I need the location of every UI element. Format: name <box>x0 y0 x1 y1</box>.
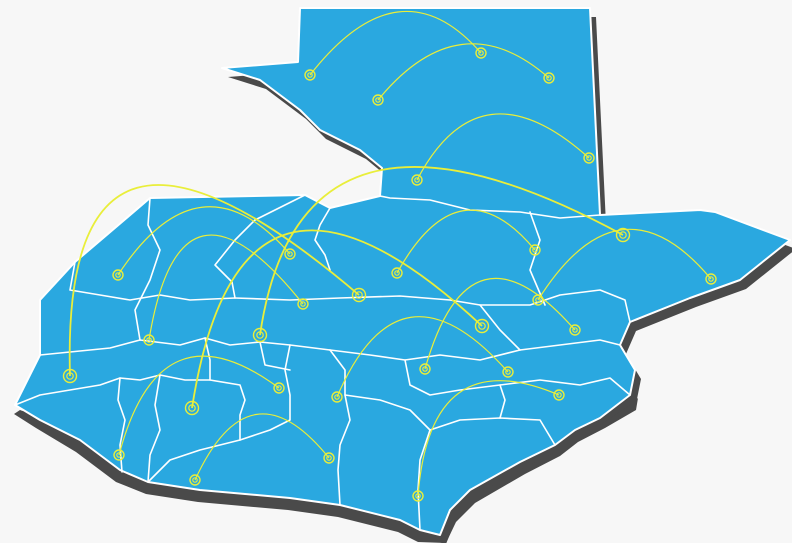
target-ring-icon <box>331 391 343 403</box>
target-ring-icon <box>113 449 125 461</box>
connection-arc <box>194 413 330 481</box>
hub-ring-icon <box>252 327 268 343</box>
department-borders <box>14 194 631 531</box>
target-ring-icon <box>475 47 487 59</box>
target-ring-icon <box>372 94 384 106</box>
connection-arc <box>117 206 291 276</box>
hub-ring-icon <box>351 287 367 303</box>
connection-arc <box>416 113 590 181</box>
connection-arc <box>118 355 280 456</box>
location-nodes <box>62 47 717 502</box>
hub-ring-icon <box>615 227 631 243</box>
target-ring-icon <box>304 69 316 81</box>
target-ring-icon <box>532 294 544 306</box>
target-ring-icon <box>411 174 423 186</box>
target-ring-icon <box>112 269 124 281</box>
target-ring-icon <box>502 366 514 378</box>
target-ring-icon <box>273 382 285 394</box>
target-ring-icon <box>543 72 555 84</box>
connection-arc <box>309 10 482 76</box>
target-ring-icon <box>569 324 581 336</box>
target-ring-icon <box>323 452 335 464</box>
connection-arc <box>537 228 712 301</box>
target-ring-icon <box>143 334 155 346</box>
connection-arc <box>417 380 560 497</box>
target-ring-icon <box>391 267 403 279</box>
connection-arc <box>424 277 576 370</box>
connection-arc-major <box>259 166 624 336</box>
target-ring-icon <box>583 152 595 164</box>
country-landmass <box>14 7 791 536</box>
connection-arc <box>148 234 304 341</box>
connection-arc-major <box>191 229 483 409</box>
connection-arc <box>377 43 550 101</box>
coast-shadow <box>14 398 638 543</box>
target-ring-icon <box>284 248 296 260</box>
target-ring-icon <box>529 244 541 256</box>
target-ring-icon <box>189 474 201 486</box>
hub-ring-icon <box>474 318 490 334</box>
connection-arc <box>336 316 509 398</box>
hub-ring-icon <box>62 368 78 384</box>
connection-arcs <box>68 10 712 497</box>
target-ring-icon <box>412 490 424 502</box>
target-ring-icon <box>553 389 565 401</box>
target-ring-icon <box>419 363 431 375</box>
connection-arc <box>396 209 536 274</box>
target-ring-icon <box>297 298 309 310</box>
hub-ring-icon <box>184 400 200 416</box>
target-ring-icon <box>705 273 717 285</box>
